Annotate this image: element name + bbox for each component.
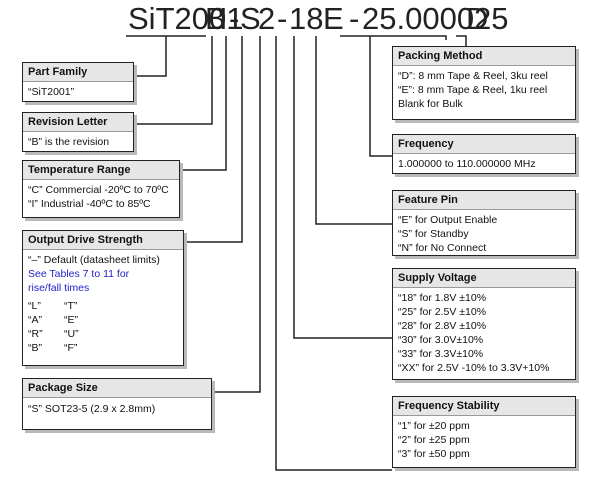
temperature-industrial: “I” Industrial -40ºC to 85ºC	[28, 198, 151, 210]
wire-frequency	[369, 36, 392, 157]
temperature-commercial: “C” Commercial -20ºC to 70ºC	[28, 184, 169, 196]
drive-code: “T”	[64, 300, 78, 312]
packing-method-bulk: Blank for Bulk	[398, 98, 463, 110]
supply-voltage-box: Supply Voltage “18” for 1.8V ±10% “25” f…	[392, 268, 576, 380]
supply-voltage-option: “XX” for 2.5V -10% to 3.3V+10%	[398, 362, 550, 374]
drive-pair: “B” “F”	[28, 341, 178, 355]
drive-strength-default: “–” Default (datasheet limits)	[28, 254, 160, 266]
part-family-value: “SiT2001”	[28, 86, 75, 98]
package-size-box: Package Size “S” SOT23-5 (2.9 x 2.8mm)	[22, 378, 212, 430]
wire-part-family	[134, 36, 167, 77]
stability-option: “3” for ±50 ppm	[398, 448, 470, 460]
frequency-box: Frequency 1.000000 to 110.000000 MHz	[392, 134, 576, 174]
drive-code: “R”	[28, 328, 43, 340]
revision-title: Revision Letter	[23, 113, 133, 132]
temperature-title: Temperature Range	[23, 161, 179, 180]
drive-strength-box: Output Drive Strength “–” Default (datas…	[22, 230, 184, 366]
drive-strength-note-2: rise/fall times	[28, 282, 90, 294]
package-size-title: Package Size	[23, 379, 211, 398]
part-family-box: Part Family “SiT2001”	[22, 62, 134, 102]
packing-method-box: Packing Method “D”: 8 mm Tape & Reel, 3k…	[392, 46, 576, 120]
wire-stability	[275, 36, 392, 471]
bracket-packing	[456, 35, 467, 42]
pn-temperature: I	[219, 1, 228, 36]
supply-voltage-option: “33” for 3.3V±10%	[398, 348, 484, 360]
bracket-frequency	[340, 35, 447, 40]
supply-voltage-option: “18” for 1.8V ±10%	[398, 292, 487, 304]
wire-revision	[134, 36, 213, 125]
supply-voltage-option: “25” for 2.5V ±10%	[398, 306, 487, 318]
pn-packing: D	[466, 1, 489, 36]
temperature-box: Temperature Range “C” Commercial -20ºC t…	[22, 160, 180, 218]
pn-feature-pin: E	[323, 1, 344, 36]
drive-pair: “R” “U”	[28, 327, 178, 341]
packing-method-e: “E”: 8 mm Tape & Reel, 1ku reel	[398, 84, 548, 96]
drive-strength-title: Output Drive Strength	[23, 231, 183, 250]
pn-frequency: 25.000025	[362, 1, 509, 36]
drive-pair: “L” “T”	[28, 299, 178, 313]
feature-pin-box: Feature Pin “E” for Output Enable “S” fo…	[392, 190, 576, 256]
frequency-title: Frequency	[393, 135, 575, 154]
pn-revision: B	[205, 1, 226, 36]
package-size-value: “S” SOT23-5 (2.9 x 2.8mm)	[28, 403, 156, 415]
pn-package: S	[240, 1, 261, 36]
feature-pin-no-connect: “N” for No Connect	[398, 242, 487, 254]
part-family-title: Part Family	[23, 63, 133, 82]
supply-voltage-title: Supply Voltage	[393, 269, 575, 288]
supply-voltage-option: “30” for 3.0V±10%	[398, 334, 484, 346]
drive-code: “B”	[28, 342, 42, 354]
part-number: SiT2001 B I - S 2 - 18 E - 25.000025 D	[0, 2, 600, 36]
drive-pair: “A” “E”	[28, 313, 178, 327]
drive-code: “U”	[64, 328, 79, 340]
drive-code: “E”	[64, 314, 78, 326]
pn-family: SiT2001	[128, 1, 244, 36]
supply-voltage-option: “28” for 2.8V ±10%	[398, 320, 487, 332]
frequency-range: 1.000000 to 110.000000 MHz	[398, 158, 536, 170]
drive-strength-note-1: See Tables 7 to 11 for	[28, 268, 130, 280]
wire-feature-pin	[315, 36, 392, 225]
pn-dash-1: -	[229, 1, 240, 36]
frequency-stability-title: Frequency Stability	[393, 397, 575, 416]
frequency-stability-box: Frequency Stability “1” for ±20 ppm “2” …	[392, 396, 576, 468]
drive-code: “L”	[28, 300, 41, 312]
packing-method-d: “D”: 8 mm Tape & Reel, 3ku reel	[398, 70, 548, 82]
pn-dash-3: -	[349, 1, 360, 36]
feature-pin-title: Feature Pin	[393, 191, 575, 210]
pn-dash-2: -	[277, 1, 288, 36]
feature-pin-enable: “E” for Output Enable	[398, 214, 498, 226]
drive-code: “A”	[28, 314, 42, 326]
wire-supply-voltage	[293, 36, 392, 339]
revision-value: “B” is the revision	[28, 136, 110, 148]
stability-option: “1” for ±20 ppm	[398, 420, 470, 432]
feature-pin-standby: “S” for Standby	[398, 228, 469, 240]
packing-method-title: Packing Method	[393, 47, 575, 66]
pn-voltage: 18	[289, 1, 324, 36]
pn-stability: 2	[258, 1, 276, 36]
drive-code: “F”	[64, 342, 78, 354]
revision-box: Revision Letter “B” is the revision	[22, 112, 134, 152]
stability-option: “2” for ±25 ppm	[398, 434, 470, 446]
